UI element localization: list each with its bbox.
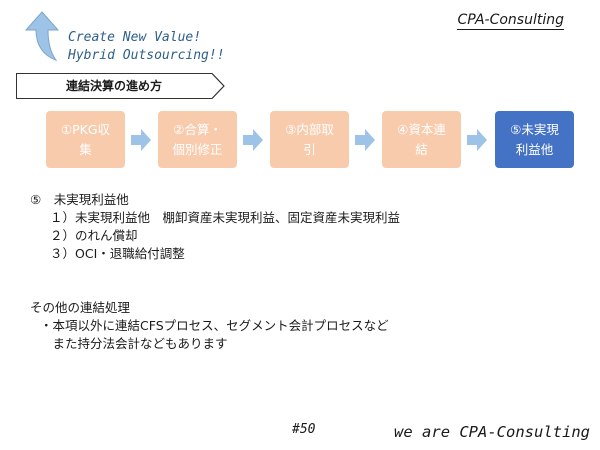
flow-arrow-icon: [467, 129, 487, 151]
section-header-shape: [16, 73, 225, 99]
flow-arrow-icon: [131, 129, 151, 151]
tagline-line-1: Create New Value!: [68, 30, 202, 45]
section-header: 連結決算の進め方: [16, 73, 226, 99]
step-label: 集: [79, 141, 92, 157]
other-heading: その他の連結処理: [30, 300, 131, 315]
step-label: ①PKG収: [60, 121, 111, 137]
step-unrealized-profit: ⑤未実現 利益他: [495, 111, 574, 168]
step-capital-consolidation: ④資本連 結: [382, 111, 461, 168]
page-number: #50: [292, 422, 316, 437]
step-label: 結: [415, 141, 428, 157]
up-arrow-icon: [24, 11, 60, 61]
step-label: 利益他: [515, 141, 554, 157]
step-intercompany-transactions: ③内部取 引: [270, 111, 349, 168]
step-label: ②合算・: [173, 121, 222, 137]
step-label: ⑤未実現: [510, 121, 559, 137]
other-line-1: ・本項以外に連結CFSプロセス、セグメント会計プロセスなど: [40, 318, 389, 333]
brand-name: CPA-Consulting: [457, 12, 564, 30]
section-title: 連結決算の進め方: [65, 79, 162, 93]
content-item-2: ２）のれん償却: [50, 228, 138, 243]
content-heading: ⑤ 未実現利益他: [30, 192, 129, 207]
step-label: ④資本連: [397, 121, 446, 137]
tagline-line-2: Hybrid Outsourcing!!: [68, 48, 225, 63]
footer-brand: we are CPA-Consulting: [394, 423, 590, 441]
flow-arrow-icon: [243, 129, 263, 151]
flow-arrow-icon: [355, 129, 375, 151]
other-line-2: また持分法会計などもあります: [40, 336, 228, 351]
step-label: ③内部取: [285, 121, 334, 137]
content-item-3: ３）OCI・退職給付調整: [50, 246, 185, 261]
step-consolidation-adjustment: ②合算・ 個別修正: [158, 111, 237, 168]
content-item-1: １）未実現利益他 棚卸資産未実現利益、固定資産未実現利益: [50, 210, 401, 225]
step-label: 引: [303, 141, 316, 157]
tagline: Create New Value! Hybrid Outsourcing!!: [68, 29, 225, 65]
step-label: 個別修正: [172, 141, 223, 157]
step-pkg-collection: ①PKG収 集: [46, 111, 125, 168]
